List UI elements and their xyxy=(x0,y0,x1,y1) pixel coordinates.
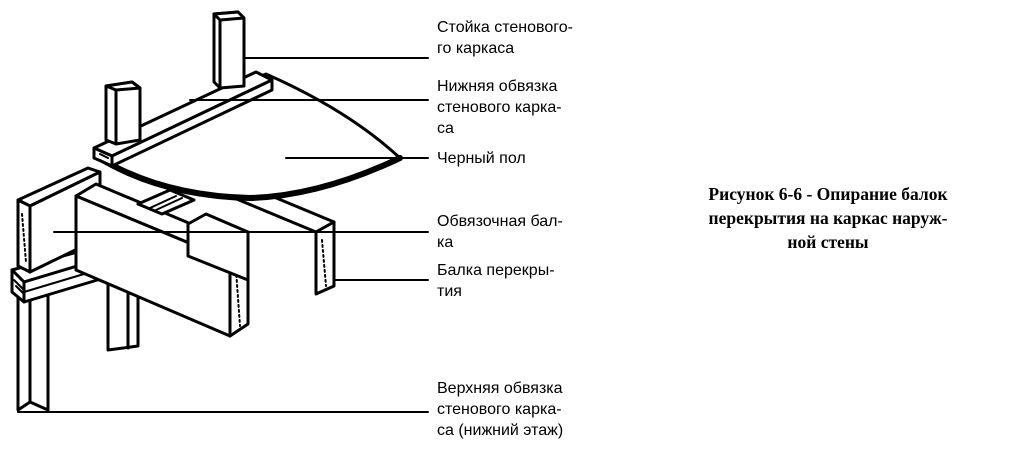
label-subfloor: Черный пол xyxy=(437,150,526,167)
subfloor-sheet xyxy=(93,72,403,201)
label-top-plate: Верхняя обвязка стенового карка- са (ниж… xyxy=(437,380,564,439)
label-bottom-plate: Нижняя обвязка стенового карка- са xyxy=(437,78,562,137)
lower-storey-stud-left xyxy=(16,288,50,412)
leader-lines xyxy=(17,57,429,413)
label-stud: Стойка стенового- го каркаса xyxy=(437,19,573,57)
leader-top-plate xyxy=(17,395,429,413)
framing-diagram xyxy=(10,10,429,413)
label-rim-joist: Обвязочная бал- ка xyxy=(437,213,563,251)
blocking xyxy=(136,188,196,216)
upper-storey-stud-left xyxy=(104,80,142,146)
upper-storey-stud-right xyxy=(212,10,246,90)
label-floor-joist: Балка перекры- тия xyxy=(437,262,555,300)
figure-caption: Рисунок 6-6 - Опирание балок перекрытия … xyxy=(708,184,948,252)
